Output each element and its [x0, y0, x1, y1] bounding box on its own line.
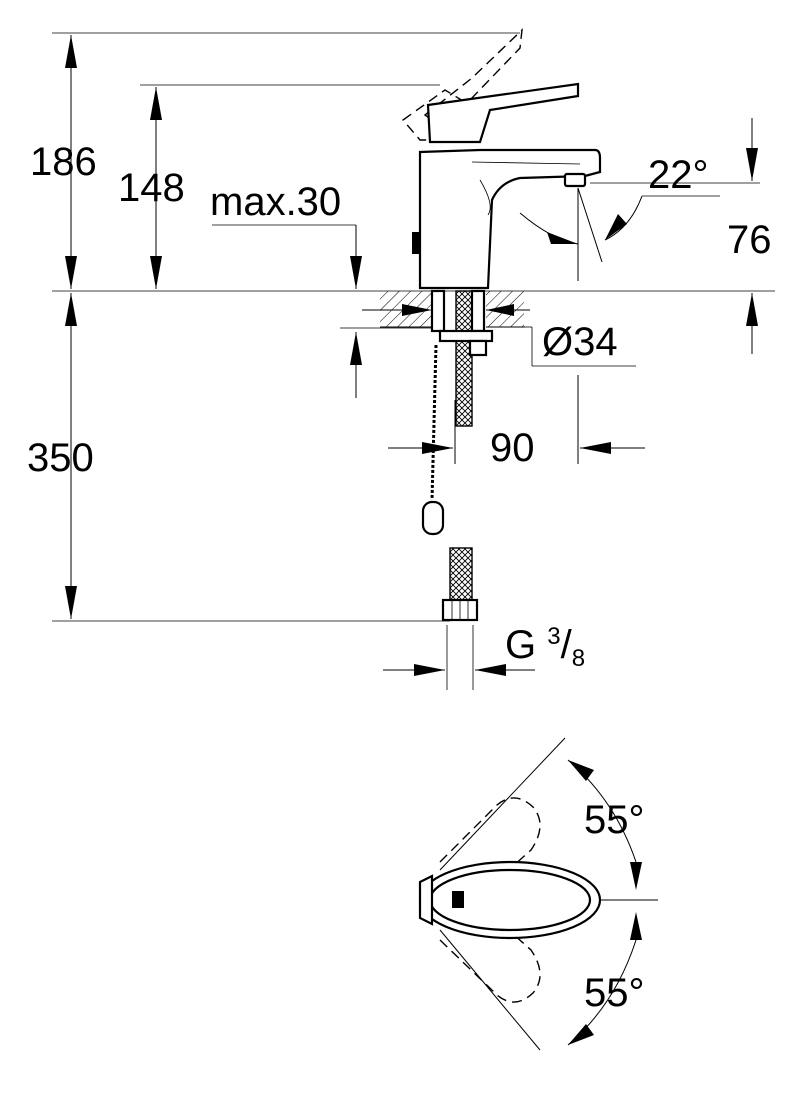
label-angle-22: 22°	[648, 153, 709, 197]
dimension-line-76	[746, 118, 758, 354]
label-diameter-34: Ø34	[542, 320, 618, 364]
label-186: 186	[30, 140, 97, 184]
label-swing-top: 55°	[584, 798, 645, 842]
label-148: 148	[118, 166, 185, 210]
countertop-section	[380, 291, 525, 328]
label-350: 350	[27, 436, 94, 480]
faucet-body	[401, 28, 602, 290]
label-76: 76	[727, 218, 772, 262]
dimension-line-186	[65, 35, 77, 289]
thread-denominator: 8	[571, 645, 586, 672]
top-view	[418, 737, 658, 1051]
dimension-line-max30	[350, 225, 362, 398]
dimension-line-90	[388, 375, 645, 464]
dimension-angle-22	[519, 187, 720, 281]
label-max-30: max.30	[210, 180, 342, 224]
label-swing-bottom: 55°	[584, 971, 645, 1015]
dimension-line-350	[65, 293, 77, 619]
underside-fittings	[421, 289, 494, 622]
label-thread: G 3/8	[505, 623, 586, 672]
dimension-line-thread	[383, 625, 535, 690]
label-90: 90	[490, 426, 535, 470]
thread-prefix: G	[505, 623, 537, 667]
thread-numerator: 3	[547, 623, 561, 650]
dimension-line-148	[150, 87, 162, 289]
